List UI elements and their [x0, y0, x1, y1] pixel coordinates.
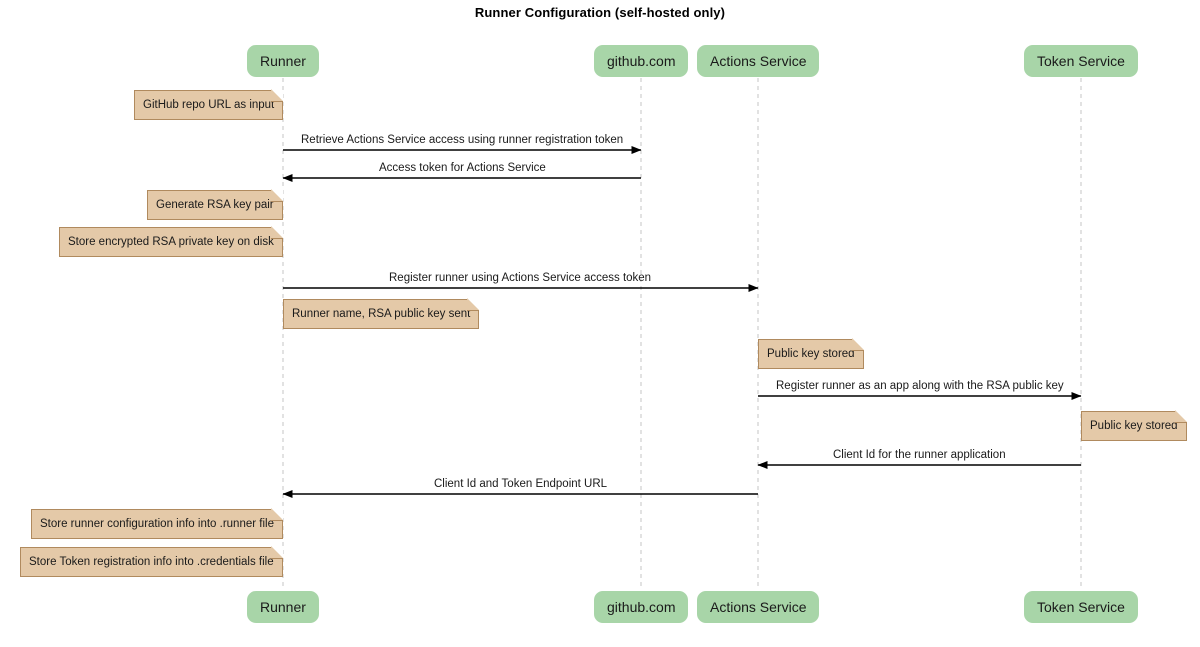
- participant-actions-bottom[interactable]: Actions Service: [697, 591, 820, 623]
- lifelines-group: [282, 78, 1082, 589]
- note-public-key-stored-token: Public key stored: [1081, 410, 1187, 441]
- msg-client-id-label: Client Id for the runner application: [833, 449, 1006, 461]
- note-fold-corner-icon: [270, 508, 283, 521]
- note-fold-corner-icon: [270, 189, 283, 202]
- note-github-repo-url: GitHub repo URL as input: [134, 89, 284, 120]
- message-arrows-group: [282, 146, 1082, 498]
- msg-register-runner-as-app-label: Register runner as an app along with the…: [776, 380, 1064, 392]
- msg-access-token-label: Access token for Actions Service: [379, 162, 546, 174]
- participant-token-bottom[interactable]: Token Service: [1024, 591, 1138, 623]
- note-text: Store runner configuration info into .ru…: [40, 518, 274, 530]
- diagram-title: Runner Configuration (self-hosted only): [474, 5, 726, 20]
- participant-token-top[interactable]: Token Service: [1024, 45, 1138, 77]
- msg-client-id-token-endpoint-label: Client Id and Token Endpoint URL: [434, 478, 608, 490]
- note-generate-rsa: Generate RSA key pair: [147, 189, 283, 220]
- note-store-token-registration: Store Token registration info into .cred…: [20, 546, 283, 577]
- note-runner-name-public-key: Runner name, RSA public key sent: [283, 298, 480, 329]
- note-fold-corner-icon: [270, 546, 283, 559]
- note-fold-corner-icon: [851, 338, 864, 351]
- msg-retrieve-actions-access-label: Retrieve Actions Service access using ru…: [301, 134, 624, 146]
- note-text: Public key stored: [767, 348, 855, 360]
- note-fold-corner-icon: [467, 298, 480, 311]
- participant-runner-top[interactable]: Runner: [247, 45, 319, 77]
- note-text: Store Token registration info into .cred…: [29, 556, 274, 568]
- participant-runner-bottom[interactable]: Runner: [247, 591, 319, 623]
- participant-github-top[interactable]: github.com: [594, 45, 689, 77]
- note-fold-corner-icon: [1174, 410, 1187, 423]
- note-store-runner-config: Store runner configuration info into .ru…: [31, 508, 283, 539]
- participant-actions-top[interactable]: Actions Service: [697, 45, 820, 77]
- note-public-key-stored-actions: Public key stored: [758, 338, 864, 369]
- note-text: Runner name, RSA public key sent: [292, 308, 471, 320]
- note-text: GitHub repo URL as input: [143, 99, 275, 111]
- note-text: Store encrypted RSA private key on disk: [68, 236, 274, 248]
- note-fold-corner-icon: [270, 226, 283, 239]
- participant-github-bottom[interactable]: github.com: [594, 591, 689, 623]
- msg-register-runner-label: Register runner using Actions Service ac…: [389, 272, 652, 284]
- note-text: Generate RSA key pair: [156, 199, 274, 211]
- note-text: Public key stored: [1090, 420, 1178, 432]
- note-fold-corner-icon: [271, 89, 284, 102]
- note-store-private-key: Store encrypted RSA private key on disk: [59, 226, 283, 257]
